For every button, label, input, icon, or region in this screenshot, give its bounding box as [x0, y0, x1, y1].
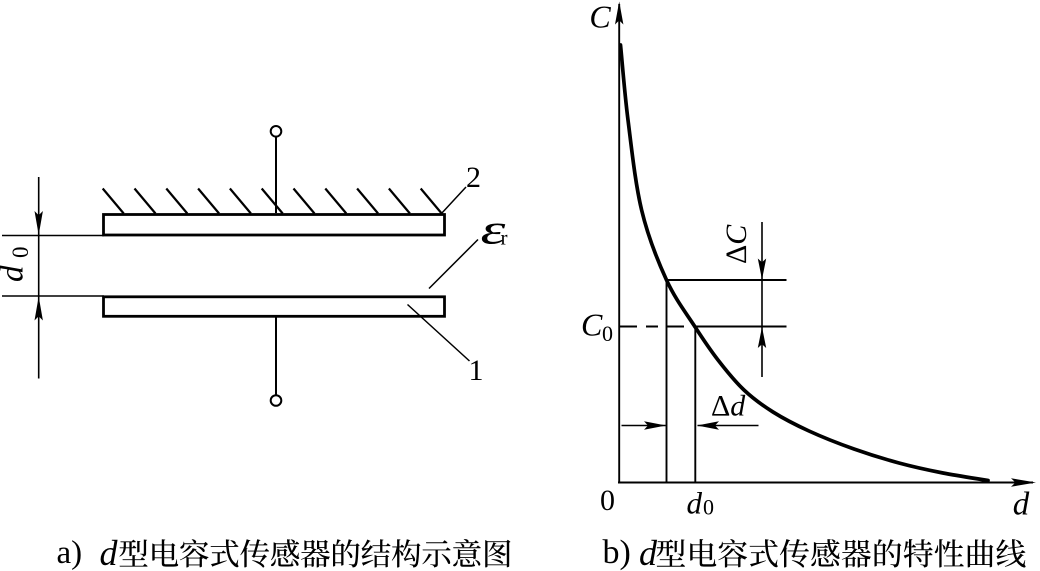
svg-text:a): a) [57, 535, 83, 571]
svg-text:0: 0 [602, 321, 613, 346]
svg-text:2: 2 [466, 161, 481, 194]
svg-text:d: d [0, 265, 31, 282]
svg-text:C: C [589, 0, 611, 35]
svg-text:0: 0 [8, 247, 33, 259]
svg-text:0: 0 [600, 484, 615, 517]
svg-text:r: r [501, 226, 508, 250]
svg-text:ΔC: ΔC [720, 224, 753, 264]
svg-text:d: d [100, 533, 119, 571]
svg-text:Δd: Δd [711, 390, 746, 423]
svg-text:C: C [581, 307, 603, 343]
svg-text:1: 1 [469, 354, 484, 387]
svg-text:d: d [687, 486, 703, 521]
svg-text:d: d [639, 533, 658, 571]
svg-text:d: d [1013, 487, 1030, 523]
svg-text:ε: ε [481, 206, 507, 253]
svg-text:0: 0 [703, 495, 714, 520]
svg-text:b): b) [603, 534, 631, 571]
